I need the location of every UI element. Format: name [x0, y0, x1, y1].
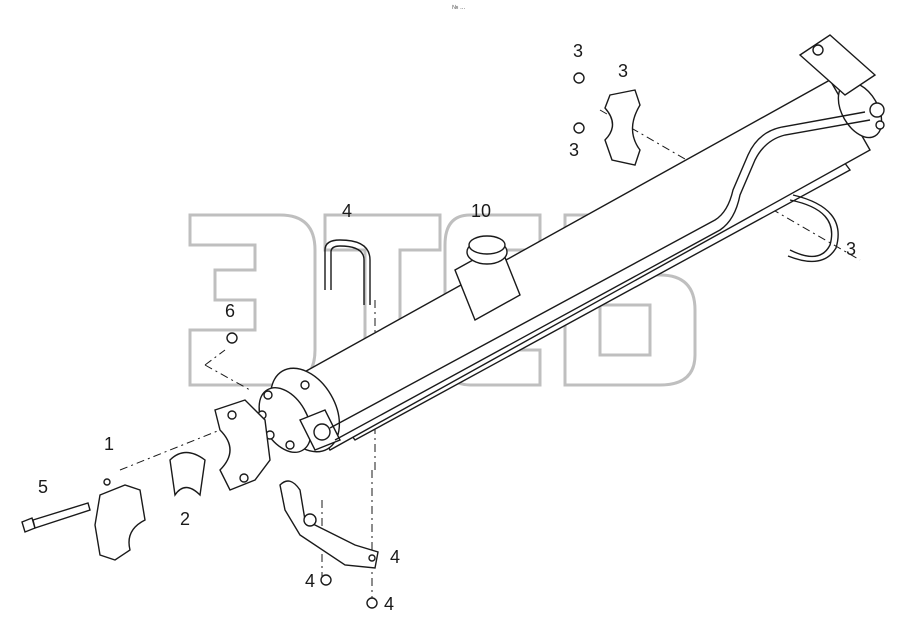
- nut-part-6: [226, 332, 238, 344]
- callout-3: 3: [846, 239, 857, 259]
- clamp-upper-right: [573, 72, 641, 166]
- callout-3: 3: [573, 41, 584, 61]
- hydraulic-pipe: [329, 111, 871, 441]
- callout-2: 2: [180, 509, 191, 529]
- u-bolt-right: [787, 194, 839, 263]
- callout-3: 3: [618, 61, 629, 81]
- nut-part-4-right: [366, 597, 378, 609]
- callout-4: 4: [390, 547, 401, 567]
- bushing-part-2: [169, 451, 206, 497]
- callout-4: 4: [384, 594, 395, 614]
- callout-10: 10: [471, 201, 492, 221]
- callout-6: 6: [225, 301, 236, 321]
- callout-4: 4: [305, 571, 316, 591]
- bracket-part-4: [279, 480, 379, 569]
- callout-4: 4: [342, 201, 353, 221]
- nut-part-4-left: [320, 574, 332, 586]
- callout-1: 1: [104, 434, 115, 454]
- clamp-half-head: [214, 399, 271, 491]
- clamp-half-part-1: [94, 478, 146, 561]
- callout-5: 5: [38, 477, 49, 497]
- bolt-part-5: [21, 502, 91, 533]
- callout-3: 3: [569, 140, 580, 160]
- drawing-code: № ...: [452, 5, 466, 11]
- u-bolt-upper: [324, 239, 371, 305]
